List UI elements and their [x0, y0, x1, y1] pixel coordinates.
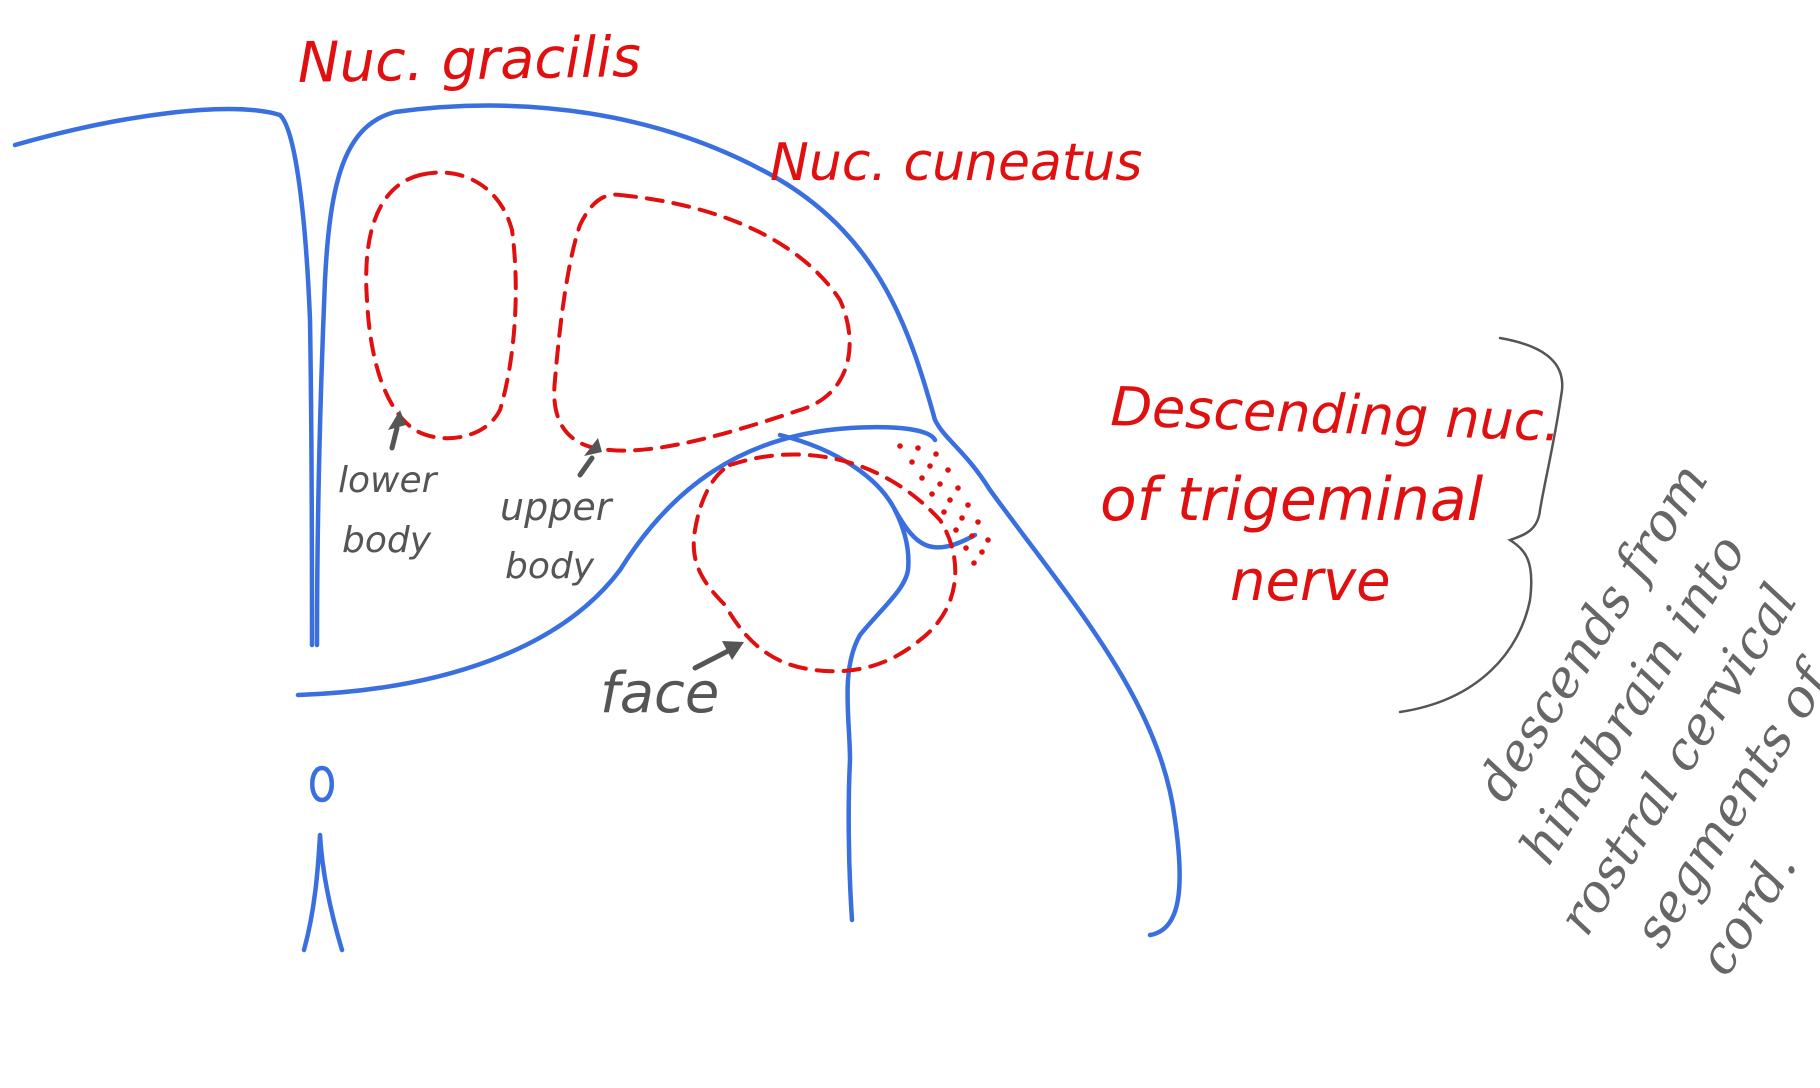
trigeminal-dot: [963, 545, 969, 551]
label-nuc-gracilis: Nuc. gracilis: [297, 25, 641, 96]
label-nuc-cuneatus: Nuc. cuneatus: [770, 133, 1142, 193]
trigeminal-dot: [979, 549, 985, 555]
midline-left-outline: [15, 109, 312, 645]
trigeminal-dot: [919, 475, 925, 481]
label-descending-line1: Descending nuc.: [1110, 375, 1562, 454]
nucleus-gracilis-region: [366, 172, 516, 438]
arrow-lower-body: [388, 410, 406, 448]
trigeminal-dot: [975, 519, 981, 525]
nucleus-trigeminal-region: [694, 454, 956, 671]
trigeminal-dot: [933, 451, 939, 457]
trigeminal-dot: [909, 459, 915, 465]
trigeminal-dot: [955, 485, 961, 491]
trigeminal-dot: [965, 502, 971, 508]
label-descending-line2: of trigeminal: [1100, 465, 1484, 535]
ventral-fissure-outline: [304, 835, 342, 950]
trigeminal-dot: [969, 533, 975, 539]
label-lower-line2: body: [342, 520, 432, 561]
trigeminal-dot: [941, 509, 947, 515]
label-upper-line2: body: [505, 546, 595, 587]
label-face: face: [600, 661, 719, 726]
trigeminal-dot: [929, 491, 935, 497]
trigeminal-tract-outline: [848, 510, 909, 920]
label-lower-line1: lower: [338, 460, 439, 501]
trigeminal-dot: [927, 463, 933, 469]
trigeminal-dot: [915, 445, 921, 451]
trigeminal-dot: [945, 467, 951, 473]
trigeminal-dot: [937, 481, 943, 487]
trigeminal-dot: [953, 527, 959, 533]
central-canal-outline: [312, 768, 332, 800]
trigeminal-dot: [971, 560, 977, 566]
trigeminal-dot: [959, 515, 965, 521]
label-upper-line1: upper: [500, 485, 614, 529]
handwritten-note: descends from hindbrain into rostral cer…: [1428, 453, 1820, 1019]
dorsal-outline: [317, 106, 1180, 935]
trigeminal-dot: [947, 497, 953, 503]
label-descending-line3: nerve: [1230, 549, 1391, 614]
trigeminal-dot: [897, 443, 903, 449]
nucleus-cuneatus-region: [554, 195, 849, 451]
trigeminal-dot: [985, 537, 991, 543]
